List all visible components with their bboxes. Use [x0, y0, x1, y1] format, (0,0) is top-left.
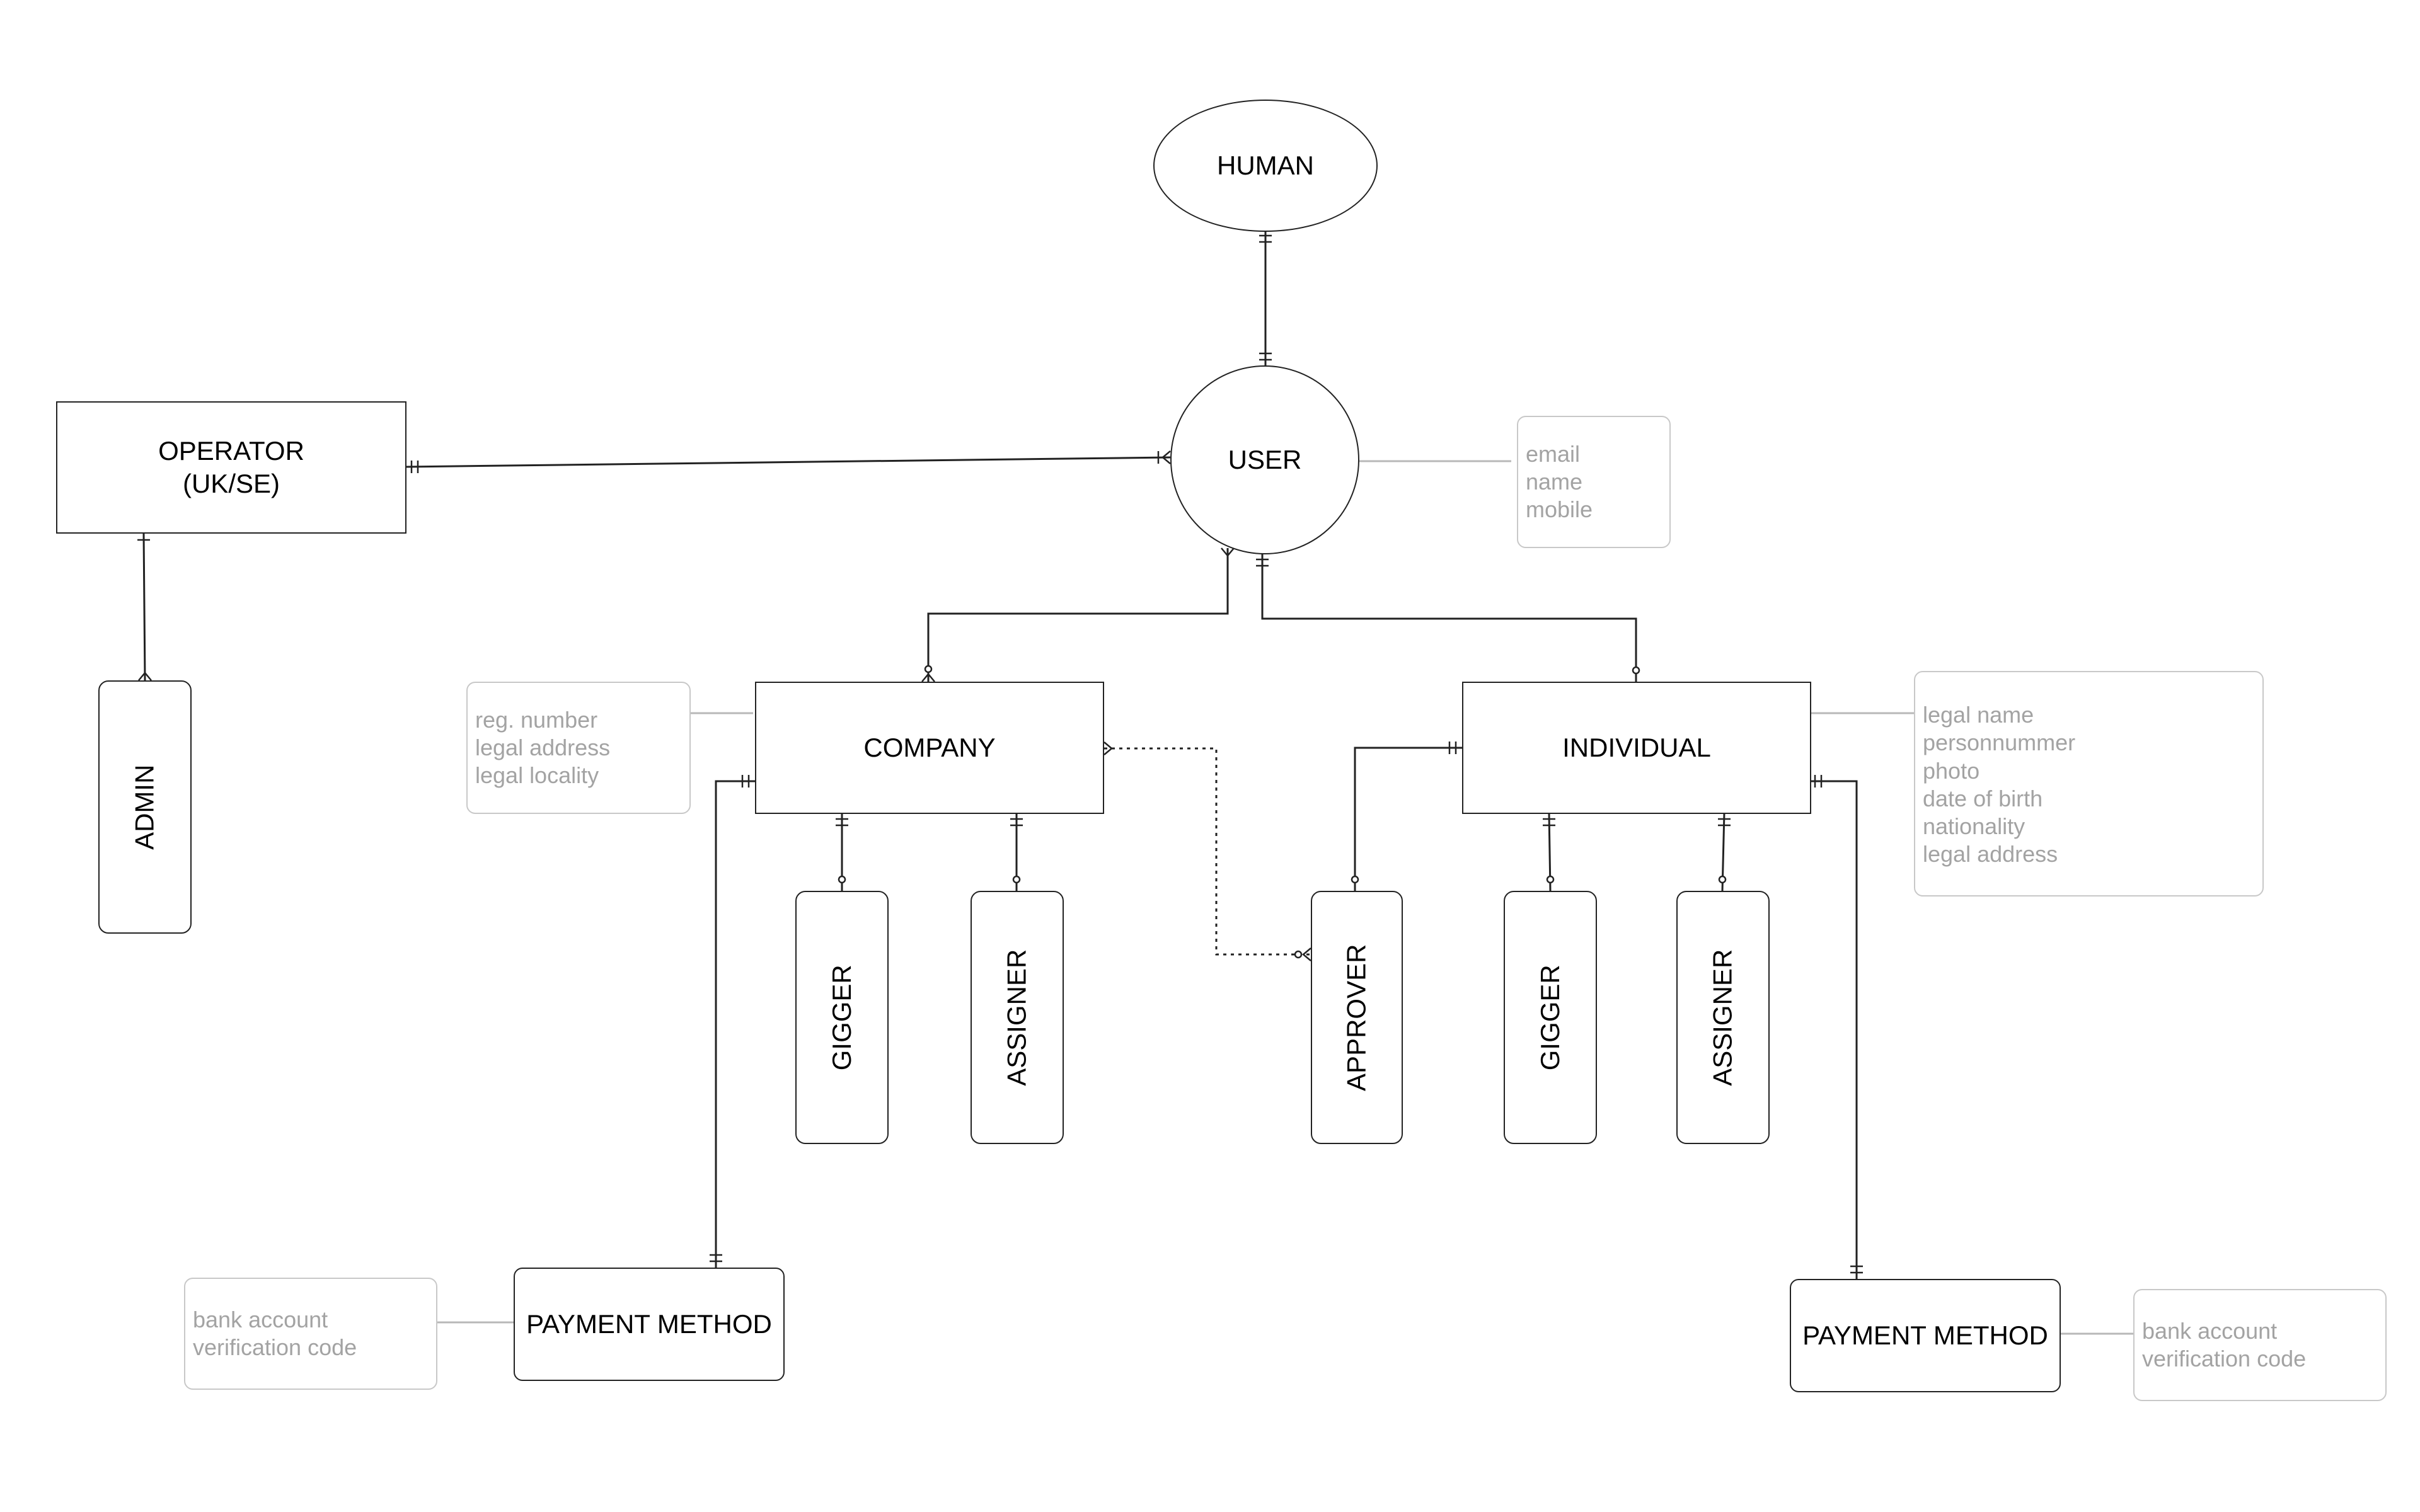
company-attributes: reg. number legal address legal locality — [466, 682, 691, 814]
user-individual-line — [1261, 553, 1637, 682]
user-label: USER — [1228, 444, 1302, 474]
card-circle-approver-top — [1351, 875, 1359, 884]
individual-label: INDIVIDUAL — [1562, 732, 1711, 762]
card-circle-company-gigger — [838, 875, 846, 884]
admin-label: ADMIN — [129, 764, 159, 850]
individual-payment-method-label: PAYMENT METHOD — [1802, 1320, 2048, 1350]
operator-label-line1: OPERATOR — [158, 435, 304, 466]
card-mark-individual-assigner-top — [1718, 818, 1731, 827]
user-attributes: email name mobile — [1517, 416, 1671, 548]
individual-attr-personnummer: personnummer — [1923, 730, 2076, 756]
individual-attr-nationality: nationality — [1923, 813, 2025, 840]
individual-gigger-entity[interactable]: GIGGER — [1504, 891, 1597, 1144]
user-operator-line — [406, 456, 1171, 468]
individual-attr-legal-name: legal name — [1923, 702, 2034, 728]
company-payment-attributes: bank account verification code — [184, 1278, 437, 1390]
card-circle-approver-left — [1294, 950, 1303, 959]
card-mark-user-top — [1259, 352, 1272, 361]
company-payment-method-entity[interactable]: PAYMENT METHOD — [514, 1268, 785, 1381]
company-payment-method-label: PAYMENT METHOD — [526, 1309, 772, 1339]
company-approver-dotted-line — [1104, 747, 1311, 956]
user-entity[interactable]: USER — [1170, 365, 1359, 554]
individual-payment-method-entity[interactable]: PAYMENT METHOD — [1790, 1279, 2061, 1392]
individual-attributes: legal name personnummer photo date of bi… — [1914, 671, 2264, 896]
individual-approver-line — [1354, 747, 1462, 891]
company-label: COMPANY — [863, 732, 996, 762]
human-label: HUMAN — [1217, 150, 1314, 180]
company-gigger-label: GIGGER — [826, 964, 856, 1071]
user-attr-mobile: mobile — [1526, 496, 1593, 523]
individual-entity[interactable]: INDIVIDUAL — [1462, 682, 1811, 814]
card-circle-individual-top — [1632, 666, 1640, 675]
operator-label-line2: (UK/SE) — [182, 469, 280, 498]
approver-entity[interactable]: APPROVER — [1311, 891, 1403, 1144]
individual-payment-line — [1809, 780, 1858, 1279]
company-payment-attr-verification-code: verification code — [193, 1334, 357, 1360]
card-crowfoot-approver-left — [1302, 948, 1311, 961]
card-mark-human — [1259, 234, 1272, 243]
card-circle-individual-assigner — [1718, 875, 1727, 884]
card-mark-user-bottom-right — [1256, 558, 1269, 567]
card-mark-individual-payment — [1850, 1265, 1863, 1274]
company-gigger-entity[interactable]: GIGGER — [795, 891, 889, 1144]
operator-admin-line — [142, 533, 146, 681]
card-crowfoot-admin — [138, 672, 152, 681]
company-attr-legal-address: legal address — [475, 734, 611, 760]
user-company-line — [927, 548, 1229, 682]
card-mark-individual-gigger-top — [1543, 818, 1555, 827]
company-payment-attr-bank-account: bank account — [193, 1306, 328, 1332]
card-crowfoot-user-company — [1221, 547, 1235, 557]
company-payment-line — [715, 780, 755, 1268]
individual-attr-photo: photo — [1923, 757, 1980, 784]
card-mark-company-payment — [710, 1254, 722, 1263]
card-mark-individual-right — [1814, 775, 1823, 788]
company-attr-legal-locality: legal locality — [475, 762, 599, 789]
individual-attr-legal-address: legal address — [1923, 841, 2058, 868]
card-crowfoot-company-right — [1103, 742, 1113, 755]
company-entity[interactable]: COMPANY — [755, 682, 1104, 814]
individual-payment-attr-verification-code: verification code — [2142, 1346, 2307, 1372]
card-circle-company-assigner — [1012, 875, 1021, 884]
user-attr-email: email — [1526, 440, 1581, 467]
individual-assigner-label: ASSIGNER — [1707, 949, 1737, 1086]
individual-payment-attr-bank-account: bank account — [2142, 1317, 2278, 1344]
operator-entity[interactable]: OPERATOR (UK/SE) — [56, 401, 406, 534]
admin-entity[interactable]: ADMIN — [98, 680, 192, 934]
user-attr-name: name — [1526, 468, 1583, 495]
individual-attr-date-of-birth: date of birth — [1923, 785, 2043, 811]
card-mark-individual-left — [1448, 742, 1457, 754]
human-entity[interactable]: HUMAN — [1153, 100, 1378, 232]
card-mark-operator-right — [410, 461, 419, 473]
card-crowfoot-user-left — [1161, 450, 1171, 464]
company-assigner-label: ASSIGNER — [1001, 949, 1032, 1086]
card-circle-company-top — [924, 665, 933, 673]
individual-payment-attributes: bank account verification code — [2133, 1289, 2387, 1401]
card-mark-company-left — [741, 775, 750, 788]
card-mark-company-gigger-top — [836, 818, 848, 827]
card-crowfoot-company-top — [921, 673, 935, 682]
individual-gigger-label: GIGGER — [1535, 964, 1565, 1071]
card-circle-individual-gigger — [1546, 875, 1555, 884]
company-assigner-entity[interactable]: ASSIGNER — [971, 891, 1064, 1144]
individual-assigner-entity[interactable]: ASSIGNER — [1676, 891, 1770, 1144]
card-mark-company-assigner-top — [1010, 818, 1023, 827]
company-attr-reg-number: reg. number — [475, 706, 598, 733]
approver-label: APPROVER — [1341, 944, 1371, 1091]
